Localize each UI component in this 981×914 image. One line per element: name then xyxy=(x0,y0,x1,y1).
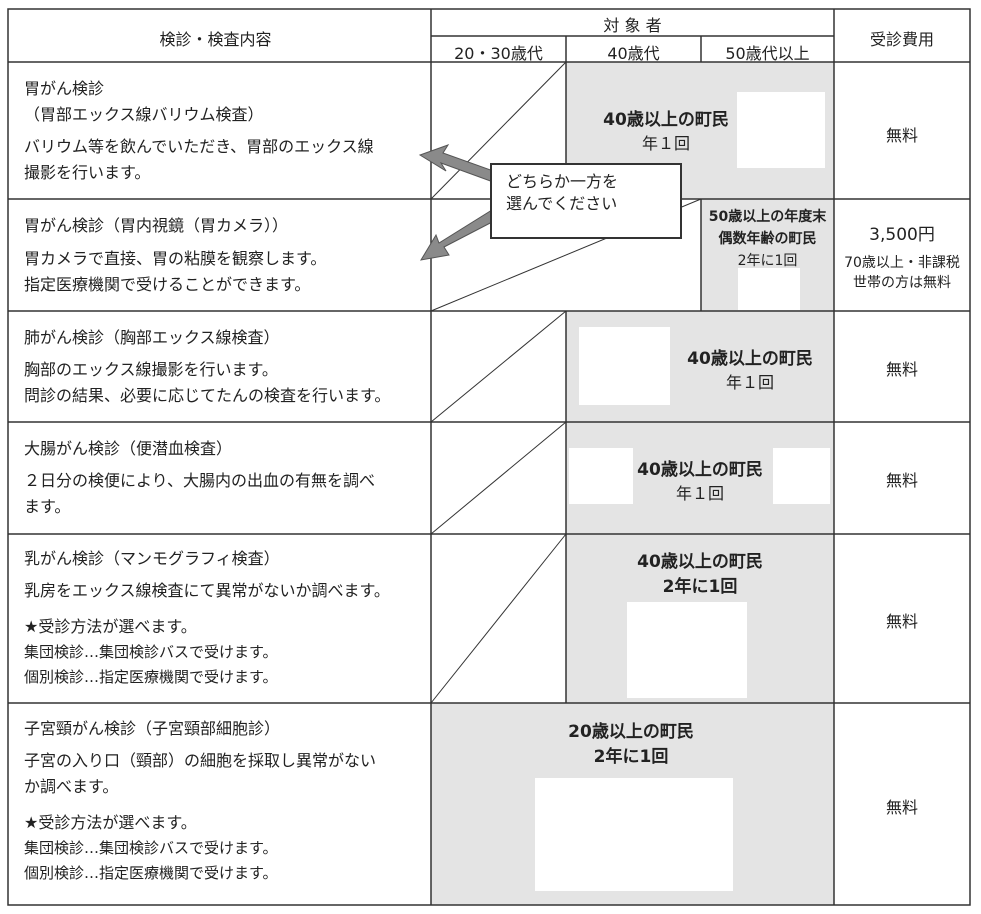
row5-title: 乳がん検診（マンモグラフィ検査） xyxy=(24,549,280,568)
row1-title: 胃がん検診 xyxy=(24,79,105,98)
row6-fee: 無料 xyxy=(885,798,918,817)
row2-fee-note-1: 70歳以上・非課税 xyxy=(844,255,960,271)
row3-target-2: 年１回 xyxy=(725,373,774,392)
row5-method-3: 個別検診…指定医療機関で受けます。 xyxy=(24,668,278,686)
row3-title: 肺がん検診（胸部エックス線検査） xyxy=(24,328,280,347)
header-age-40: 40歳代 xyxy=(607,44,660,63)
row4-target-2: 年１回 xyxy=(675,484,724,503)
row2-desc-1: 胃カメラで直接、胃の粘膜を観察します。 xyxy=(24,249,327,268)
row4-desc-1: ２日分の検便により、大腸内の出血の有無を調べ xyxy=(24,471,376,490)
blank-patch xyxy=(535,778,733,891)
row5-method-1: ★受診方法が選べます。 xyxy=(24,617,197,636)
row6-method-1: ★受診方法が選べます。 xyxy=(24,813,197,832)
row1-subtitle: （胃部エックス線バリウム検査） xyxy=(24,105,264,124)
blank-patch xyxy=(579,327,670,405)
row2-target-1: 50歳以上の年度末 xyxy=(708,209,827,225)
row3-desc-1: 胸部のエックス線撮影を行います。 xyxy=(24,360,278,379)
arrow-left-icon xyxy=(418,144,500,261)
blank-patch xyxy=(627,602,747,698)
choose-one-callout: どちらか一方を 選んでください xyxy=(490,163,682,239)
row1-target-1: 40歳以上の町民 xyxy=(603,110,729,130)
row4-target-1: 40歳以上の町民 xyxy=(637,460,763,480)
row1-desc-1: バリウム等を飲んでいただき、胃部のエックス線 xyxy=(24,137,374,156)
blank-patch xyxy=(773,448,830,504)
row3-desc-2: 問診の結果、必要に応じてたんの検査を行います。 xyxy=(24,386,391,405)
row2-fee: 3,500円 xyxy=(869,225,935,245)
row2-title: 胃がん検診（胃内視鏡（胃カメラ）） xyxy=(24,216,289,235)
row5-fee: 無料 xyxy=(885,612,918,631)
row2-target-3: 2年に1回 xyxy=(737,253,798,269)
row6-target-2: 2年に1回 xyxy=(593,747,669,767)
header-fee: 受診費用 xyxy=(869,30,934,49)
row1-target-2: 年１回 xyxy=(641,134,690,153)
row5-target-2: 2年に1回 xyxy=(662,577,738,597)
header-content: 検診・検査内容 xyxy=(159,30,272,49)
row2-desc-2: 指定医療機関で受けることができます。 xyxy=(24,275,311,294)
blank-patch xyxy=(569,448,633,504)
header-age-50: 50歳代以上 xyxy=(725,44,810,63)
blank-patch xyxy=(738,268,800,310)
row6-desc-1: 子宮の入り口（頸部）の細胞を採取し異常がない xyxy=(24,751,377,770)
row4-desc-2: ます。 xyxy=(24,497,71,516)
row4-fee: 無料 xyxy=(885,471,918,490)
row5-target-1: 40歳以上の町民 xyxy=(637,552,763,572)
row4-title: 大腸がん検診（便潜血検査） xyxy=(24,439,233,458)
header-age-20-30: 20・30歳代 xyxy=(454,44,543,63)
row2-fee-note-2: 世帯の方は無料 xyxy=(853,275,951,291)
row3-target-1: 40歳以上の町民 xyxy=(687,349,813,369)
row2-target-2: 偶数年齢の町民 xyxy=(718,231,817,247)
row6-method-3: 個別検診…指定医療機関で受けます。 xyxy=(24,864,278,882)
blank-patch xyxy=(737,92,825,168)
row5-method-2: 集団検診…集団検診バスで受けます。 xyxy=(24,643,278,661)
row1-fee: 無料 xyxy=(885,126,918,145)
row3-fee: 無料 xyxy=(885,360,918,379)
row6-target-1: 20歳以上の町民 xyxy=(568,722,694,742)
row6-method-2: 集団検診…集団検診バスで受けます。 xyxy=(24,839,278,857)
row6-title: 子宮頸がん検診（子宮頸部細胞診） xyxy=(24,719,281,738)
row1-desc-2: 撮影を行います。 xyxy=(24,163,151,182)
row6-desc-2: か調べます。 xyxy=(24,777,119,796)
header-target: 対 象 者 xyxy=(603,16,662,35)
row5-desc-1: 乳房をエックス線検査にて異常がないか調べます。 xyxy=(24,581,390,600)
